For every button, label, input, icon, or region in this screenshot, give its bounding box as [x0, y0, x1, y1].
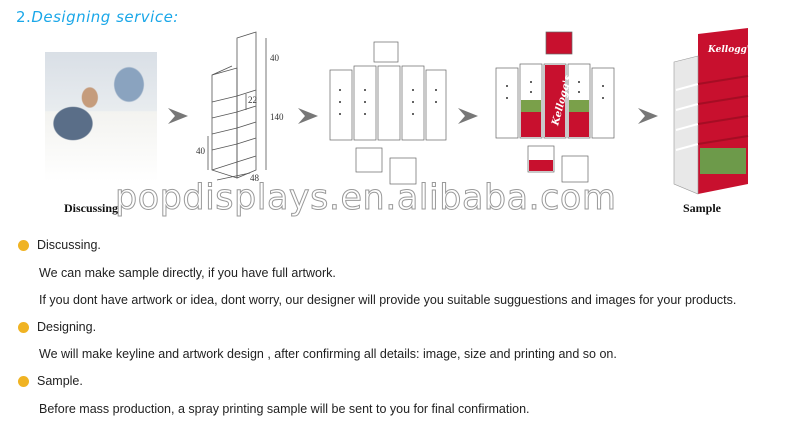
- discussion-photo: [45, 52, 157, 182]
- arrow-right-icon: [298, 108, 318, 124]
- bullet-dot-icon: [18, 375, 29, 387]
- dimension-40-top: 40: [270, 53, 280, 63]
- step-label-sample: Sample: [683, 201, 722, 215]
- section-title: 2.Designing service:: [16, 8, 179, 26]
- bullet-heading-text: Discussing.: [37, 238, 101, 252]
- arrow-right-icon: [458, 108, 478, 124]
- step-label-discussing: Discussing: [64, 201, 119, 215]
- discussing-line-1: We can make sample directly, if you have…: [39, 266, 336, 280]
- discussing-line-2: If you dont have artwork or idea, dont w…: [39, 293, 737, 307]
- keyline-drawing: [329, 41, 447, 185]
- sample-display-photo: Kellogg's: [673, 28, 755, 195]
- dimension-22: 22: [248, 95, 257, 105]
- bullet-heading-discussing: Discussing.: [18, 238, 101, 252]
- bullet-dot-icon: [18, 321, 29, 333]
- bullet-dot-icon: [18, 239, 29, 251]
- designing-line-1: We will make keyline and artwork design …: [39, 347, 617, 361]
- bullet-heading-designing: Designing.: [18, 320, 96, 334]
- arrow-right-icon: [638, 108, 658, 124]
- watermark: popdisplays.en.alibaba.com: [114, 178, 617, 219]
- artwork-drawing: Kellogg's: [495, 31, 615, 183]
- dimension-140: 140: [270, 112, 284, 122]
- display-dimension-drawing: 40 22 140 40 48: [196, 31, 284, 183]
- sample-line-1: Before mass production, a spray printing…: [39, 402, 530, 416]
- dimension-48: 48: [250, 173, 260, 183]
- bullet-heading-text: Sample.: [37, 374, 83, 388]
- section-title-text: Designing service:: [31, 8, 179, 26]
- dimension-40-left: 40: [196, 146, 206, 156]
- section-number: 2.: [16, 8, 32, 26]
- sample-brand-text: Kellogg's: [707, 45, 755, 55]
- arrow-right-icon: [168, 108, 188, 124]
- bullet-heading-sample: Sample.: [18, 374, 83, 388]
- bullet-heading-text: Designing.: [37, 320, 97, 334]
